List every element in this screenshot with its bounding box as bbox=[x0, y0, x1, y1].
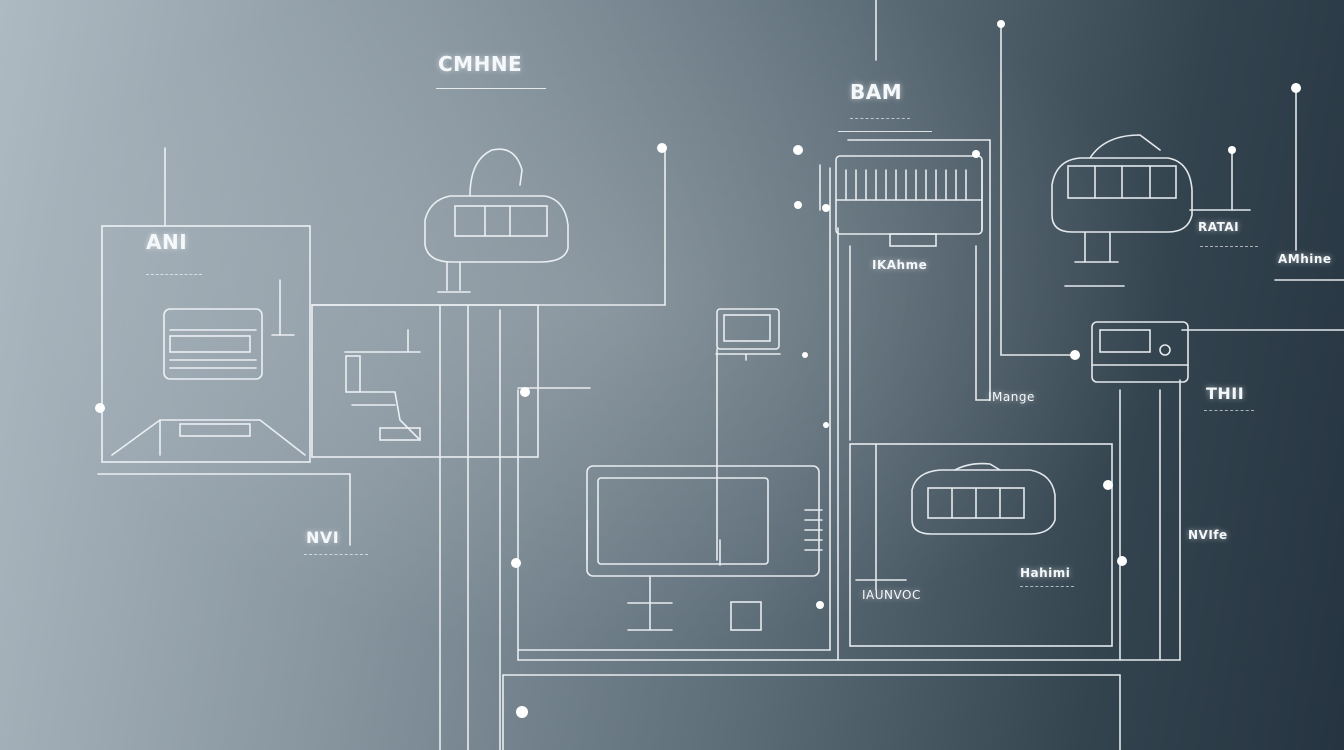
label-ani-subline bbox=[146, 274, 202, 275]
label-nvi-subline bbox=[304, 554, 368, 555]
center-right-machine-icon bbox=[911, 462, 1056, 535]
label-hahimi-subline bbox=[1020, 586, 1074, 587]
right-vertical-lines bbox=[875, 0, 1344, 661]
label-bam: BAM bbox=[850, 80, 903, 104]
cabinet-icon bbox=[835, 139, 991, 441]
label-hahimi: Hahimi bbox=[1020, 566, 1071, 580]
label-cmhine: CMHNE bbox=[438, 52, 523, 76]
label-thili-subline bbox=[1204, 410, 1254, 411]
label-bam-subline-2 bbox=[838, 131, 932, 132]
right-device-icon bbox=[1091, 321, 1189, 383]
top-center-machine-icon bbox=[424, 148, 569, 293]
label-imange: IMange bbox=[988, 390, 1035, 404]
center-left-panel bbox=[311, 147, 666, 458]
label-ikahme: IKAhme bbox=[872, 258, 928, 272]
label-ratai: RATAI bbox=[1198, 220, 1240, 234]
label-nvife: NVIfe bbox=[1188, 528, 1228, 542]
label-cmhine-underline bbox=[436, 88, 546, 89]
label-bam-subline-1 bbox=[850, 118, 910, 119]
label-nvi: NVI bbox=[306, 528, 340, 547]
central-pipes bbox=[439, 304, 519, 750]
small-monitor-icon bbox=[715, 308, 781, 561]
top-right-machine-icon bbox=[1051, 134, 1193, 287]
left-panel-frame bbox=[97, 147, 351, 546]
label-thili: THII bbox=[1206, 384, 1245, 403]
left-device-icon bbox=[163, 308, 263, 380]
label-amhine: AMhine bbox=[1278, 252, 1332, 266]
right-center-frame bbox=[849, 443, 1113, 647]
bottom-center-monitor-icon bbox=[586, 465, 823, 631]
label-ilaunvoc: IAUNVOC bbox=[862, 588, 921, 602]
connector-dots bbox=[95, 20, 1301, 718]
label-ani: ANI bbox=[146, 230, 188, 254]
center-pipe-network bbox=[502, 164, 1181, 750]
label-ratai-subline bbox=[1200, 246, 1258, 247]
